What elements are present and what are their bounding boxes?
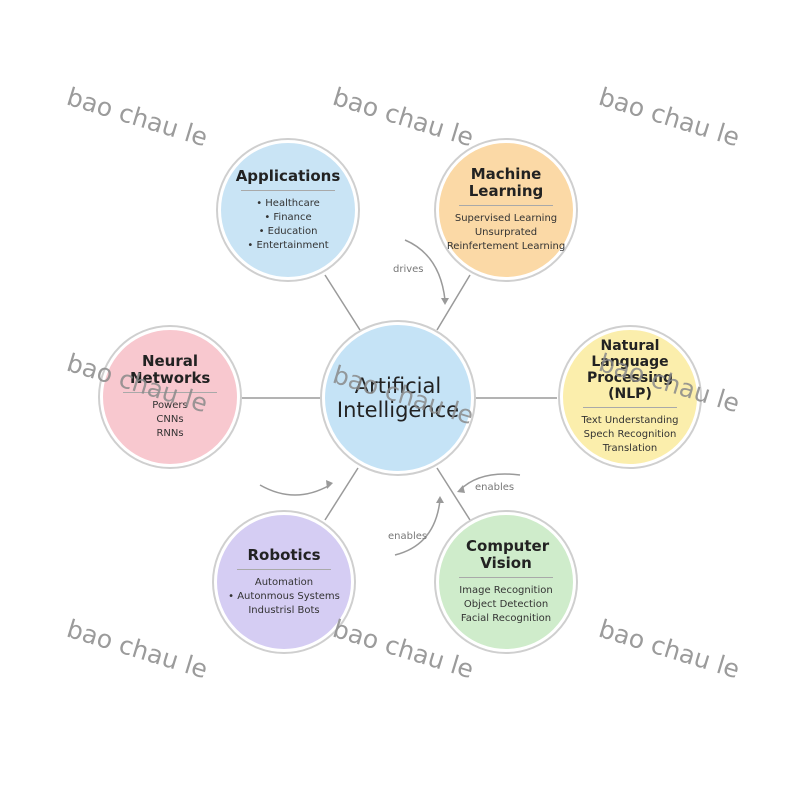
node-item: Spech Recognition [583, 429, 677, 440]
node-item: Text Understanding [581, 415, 679, 426]
node-item: • Entertainment [247, 239, 329, 251]
node-item: • Finance [264, 211, 312, 223]
node-item: Facial Recognition [460, 613, 552, 624]
node-title: Natural Language Processing (NLP) [586, 338, 674, 402]
link-applications [324, 274, 361, 331]
link-ml [436, 274, 471, 331]
link-robotics [324, 467, 359, 521]
node-nlp[interactable]: Natural Language Processing (NLP) Text U… [560, 327, 700, 467]
arrow-drives [404, 239, 446, 301]
node-item: Powers [152, 400, 188, 411]
arrow-enables-robotics [394, 499, 441, 556]
link-cv [436, 467, 471, 521]
node-neural-networks[interactable]: Neural Networks Powers CNNs RNNs [100, 327, 240, 467]
node-title: Computer Vision [466, 537, 550, 572]
node-item: Unsurprated [474, 227, 538, 238]
node-title: Artificial Intelligence [336, 374, 460, 422]
edge-label-enables-cv: enables [475, 482, 515, 493]
node-title: Applications [235, 166, 341, 185]
node-item: • Healthcare [256, 197, 320, 209]
node-item: Image Recognition [459, 585, 553, 596]
edge-label-enables-robotics: enables [388, 531, 428, 542]
node-machine-learning[interactable]: Machine Learning Supervised Learning Uns… [436, 140, 576, 280]
node-item: Translation [602, 443, 658, 454]
node-item: RNNs [156, 428, 184, 439]
node-item: • Autonmous Systems [228, 590, 340, 602]
node-title: Robotics [247, 545, 321, 564]
node-robotics[interactable]: Robotics Automation • Autonmous Systems … [214, 512, 354, 652]
node-item: Supervised Learning [454, 213, 558, 224]
arrow-nn [259, 484, 331, 496]
node-item: CNNs [156, 414, 184, 425]
node-title: Neural Networks [130, 352, 211, 387]
edge-label-drives: drives [393, 264, 424, 275]
node-item: Reinfertement Learning [446, 241, 566, 252]
node-item: Object Detection [463, 599, 549, 610]
arrow-enables-cv [459, 473, 521, 491]
node-applications[interactable]: Applications • Healthcare • Finance • Ed… [218, 140, 358, 280]
node-item: Automation [254, 576, 314, 588]
node-artificial-intelligence[interactable]: Artificial Intelligence [322, 322, 474, 474]
node-item: Industrisl Bots [248, 604, 320, 616]
node-title: Machine Learning [468, 165, 544, 200]
node-computer-vision[interactable]: Computer Vision Image Recognition Object… [436, 512, 576, 652]
node-item: • Education [258, 225, 318, 237]
